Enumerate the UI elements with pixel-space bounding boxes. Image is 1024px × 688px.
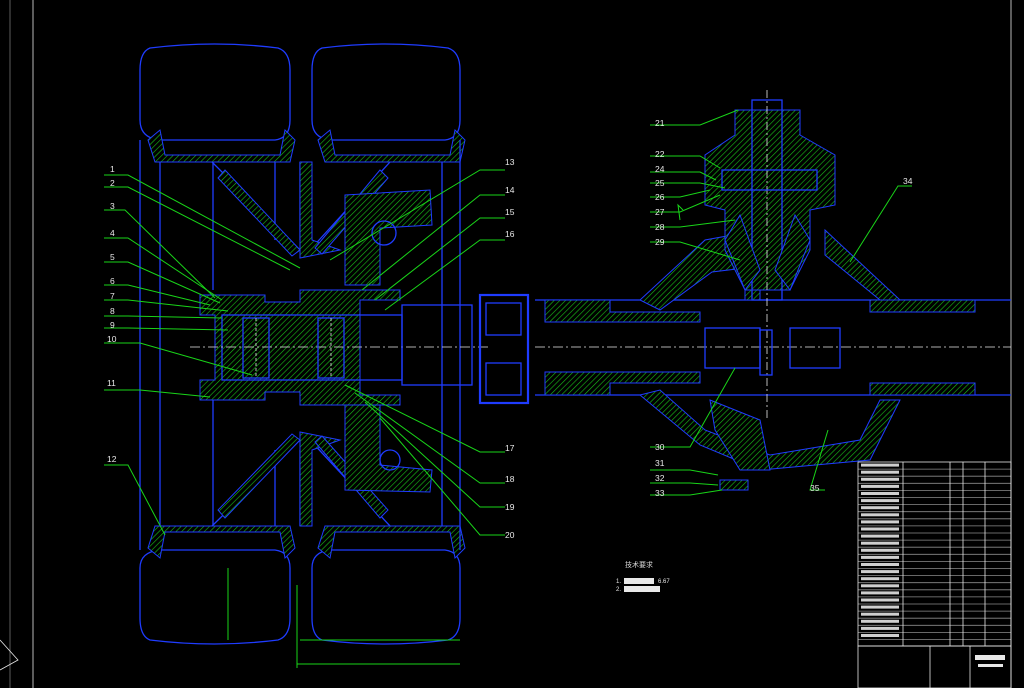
tech-requirements-title: 技术要求 (625, 560, 653, 569)
parts-row-text-placeholder (861, 484, 899, 488)
parts-row-text-placeholder (861, 506, 899, 510)
callout-32: 32 (655, 473, 665, 483)
callout-10: 10 (107, 334, 117, 344)
callout-20: 20 (505, 530, 515, 540)
callout-17: 17 (505, 443, 515, 453)
callout-18: 18 (505, 474, 515, 484)
callout-3: 3 (110, 201, 115, 211)
callout-15: 15 (505, 207, 515, 217)
parts-row-text-placeholder (861, 499, 899, 503)
parts-row-text-placeholder (861, 605, 899, 609)
parts-row-text-placeholder (861, 513, 899, 517)
callout-2: 2 (110, 178, 115, 188)
callout-28: 28 (655, 222, 665, 232)
parts-row-text-placeholder (861, 534, 899, 538)
parts-row-text-placeholder (861, 634, 899, 637)
svg-text:2.: 2. (616, 587, 621, 593)
callout-11: 11 (107, 378, 116, 388)
parts-row-text-placeholder (861, 477, 899, 481)
parts-row-text-placeholder (861, 626, 899, 630)
callout-27: 27 (655, 207, 665, 217)
parts-row-text-placeholder (861, 527, 899, 531)
tech-requirement-1-value: 6.67 (658, 579, 670, 585)
parts-row-text-placeholder (861, 570, 899, 574)
callout-labels-left: 1 2 3 4 5 6 7 8 9 10 11 12 (107, 164, 117, 464)
parts-row-text-placeholder (861, 598, 899, 602)
callout-25: 25 (655, 178, 665, 188)
parts-row-text-placeholder (861, 577, 899, 581)
callout-labels-right: 21 22 23 23 23 24 25 26 27 28 29 30 31 3… (655, 118, 913, 498)
callout-26: 26 (655, 192, 665, 202)
parts-row-text-placeholder (861, 470, 899, 474)
svg-text:1.: 1. (616, 579, 621, 585)
parts-row-text-placeholder (861, 555, 899, 559)
parts-row-text-placeholder (861, 591, 899, 595)
parts-row-text-placeholder (861, 548, 899, 552)
callout-24: 24 (655, 164, 665, 174)
callout-9: 9 (110, 320, 115, 330)
callout-14: 14 (505, 185, 515, 195)
callout-labels-mid: 13 14 15 16 17 18 19 20 (505, 157, 515, 540)
callout-4: 4 (110, 228, 115, 238)
callout-30: 30 (655, 442, 665, 452)
callout-13: 13 (505, 157, 515, 167)
parts-row-text-placeholder (861, 584, 899, 588)
callout-12: 12 (107, 454, 117, 464)
callout-16: 16 (505, 229, 515, 239)
callout-31: 31 (655, 458, 665, 468)
parts-row-text-placeholder (861, 520, 899, 524)
callout-6: 6 (110, 276, 115, 286)
callout-8: 8 (110, 306, 115, 316)
parts-list-table (857, 461, 1012, 688)
parts-row-text-placeholder (861, 619, 899, 623)
callout-22: 22 (655, 149, 665, 159)
callout-19: 19 (505, 502, 515, 512)
tech-requirements: 技术要求 1. 6.67 2. (616, 560, 670, 593)
callout-21: 21 (655, 118, 665, 128)
parts-row-text-placeholder (861, 463, 899, 467)
callout-leaders (104, 109, 912, 536)
parts-row-text-placeholder (861, 563, 899, 566)
callout-5: 5 (110, 252, 115, 262)
parts-row-text-placeholder (861, 492, 899, 495)
callout-29: 29 (655, 237, 665, 247)
parts-row-text-placeholder (861, 612, 899, 616)
final-drive-section (535, 90, 1011, 491)
wheel-hub-section (139, 43, 530, 668)
parts-row-text-placeholder (861, 541, 899, 545)
callout-1: 1 (110, 164, 115, 174)
callout-7: 7 (110, 291, 115, 301)
callout-35: 35 (810, 483, 820, 493)
callout-34: 34 (903, 176, 913, 186)
callout-33: 33 (655, 488, 665, 498)
